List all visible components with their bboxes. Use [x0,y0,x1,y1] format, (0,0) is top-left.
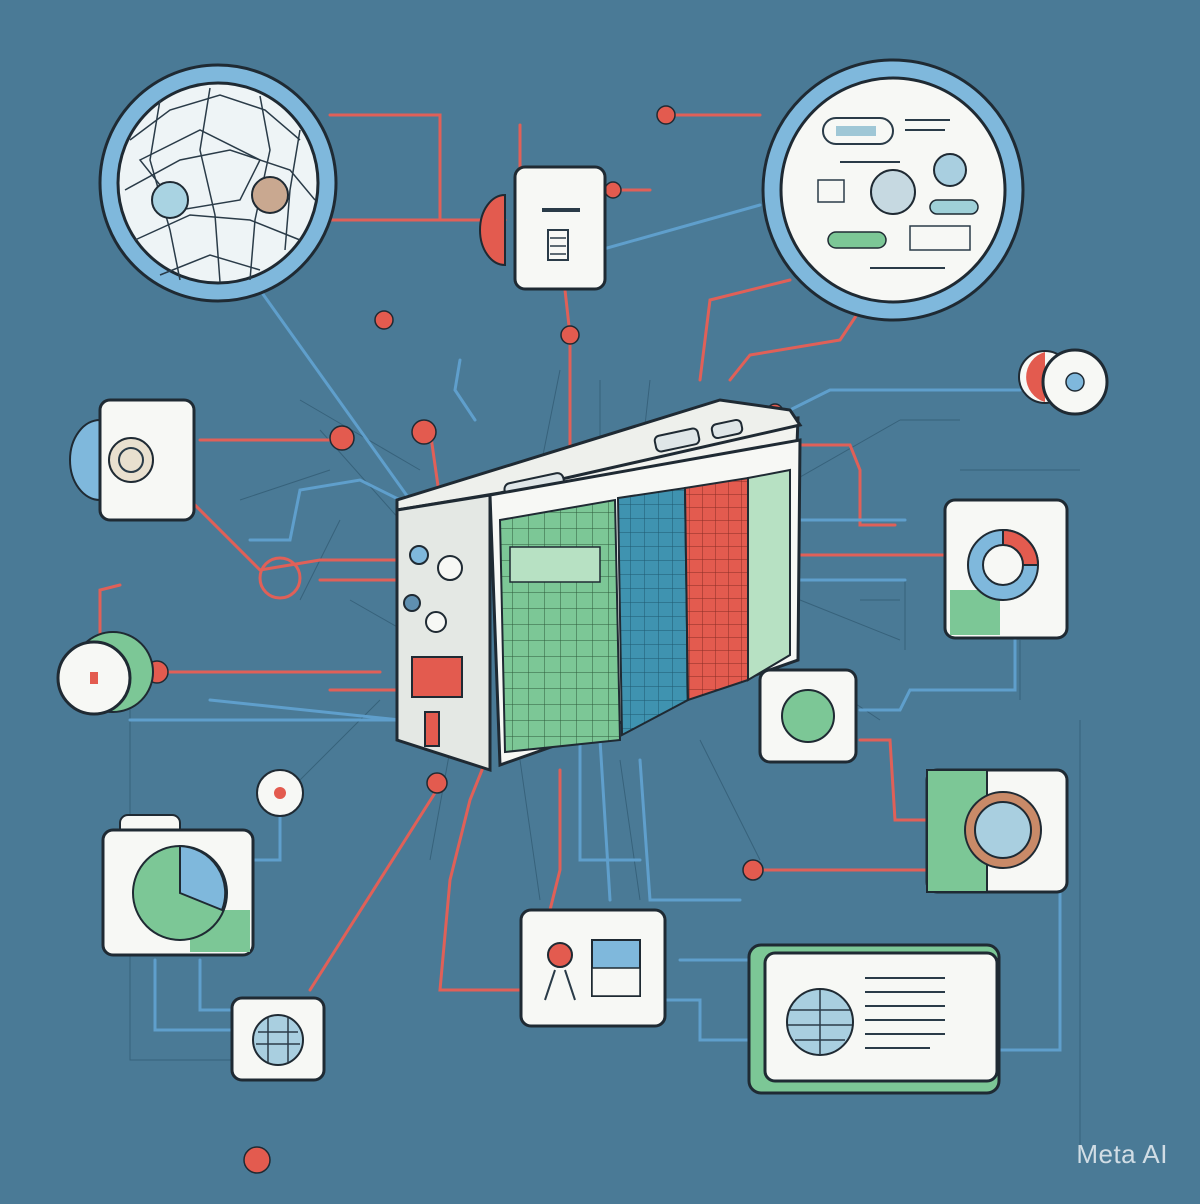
globe-card-icon [747,943,1001,1095]
node-dot-icon [426,772,448,794]
small-card-icon [758,668,858,764]
watermark: Meta AI [1076,1139,1168,1169]
document-card-icon [479,165,607,291]
round-node-bottom-left [256,769,304,817]
globe-icon [98,63,338,303]
badge-card-icon [69,398,196,522]
schematic-circle-icon [761,58,1025,322]
document-card-bottom [519,908,667,1028]
node-dot-icon [656,105,676,125]
node-dot-icon [560,325,580,345]
wire-loop [258,556,302,600]
node-dot-icon [742,859,764,881]
round-node-right [1018,348,1109,416]
chart-card-icon [943,498,1069,640]
node-dot-icon [329,425,355,451]
red-wires [98,113,952,992]
pie-card-icon [101,814,255,957]
globe-card-small [230,996,326,1082]
node-dot-icon [411,419,437,445]
node-dot-icon [604,181,622,199]
round-node-left [56,631,154,716]
node-dot-icon [243,1146,271,1174]
server-device-icon [395,398,803,773]
badge-card-lower [925,768,1069,894]
node-dot-icon [374,310,394,330]
